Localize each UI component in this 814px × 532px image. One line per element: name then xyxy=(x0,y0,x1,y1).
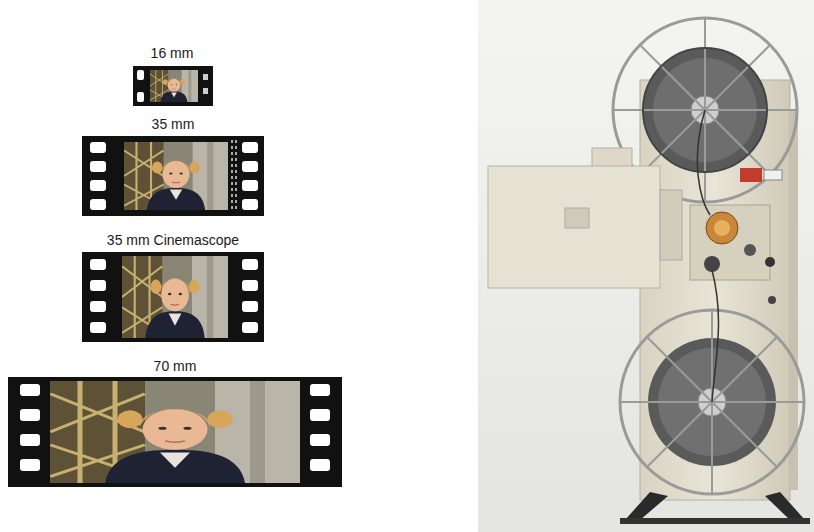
projector xyxy=(478,0,814,532)
base xyxy=(620,492,810,524)
film-strip-70mm xyxy=(8,377,342,487)
format-label: 16 mm xyxy=(151,45,194,61)
film-strip-cinemascope xyxy=(82,252,264,342)
format-label: 35 mm xyxy=(152,116,195,132)
film-strip-35mm xyxy=(82,136,264,216)
mechanism xyxy=(690,110,782,402)
format-label: 70 mm xyxy=(154,358,197,374)
film-strip-16mm xyxy=(133,66,213,106)
format-label: 35 mm Cinemascope xyxy=(107,232,239,248)
